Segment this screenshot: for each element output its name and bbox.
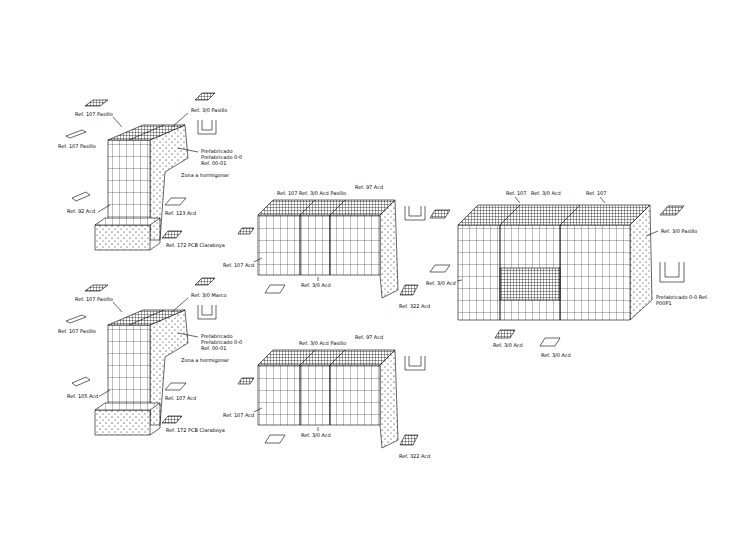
callout-label: Ref. 107 Pasillo	[74, 296, 114, 302]
callout-label: Ref. 3/0 Acd	[300, 432, 332, 438]
callout-label: Ref. 107	[276, 190, 298, 196]
callout-label: Prefabricado Prefabricado 0-0 Ref. 00-01	[200, 148, 254, 166]
callout-label: Ref. 3/0 Marco	[190, 292, 228, 298]
callout-label: Ref. 3/0 Pasillo	[660, 228, 698, 234]
callout-label: Ref. 3/0 Acd	[540, 352, 572, 358]
callout-label: Ref. 107	[585, 190, 607, 196]
callout-label: Ref. 322 Acd	[398, 303, 431, 309]
callout-label: Zona a hormigonar	[180, 357, 230, 363]
callout-label: Ref. 97 Acd	[354, 184, 384, 190]
callout-label: Ref. 92 Acd	[66, 208, 96, 214]
block-figure	[238, 200, 425, 298]
callout-label: Ref. 3/0 Acd Pasillo	[298, 190, 347, 196]
callout-label: Ref. 123 Acd	[164, 210, 197, 216]
callout-label: Prefabricado Prefabricado 0-0 Ref. 00-01	[200, 333, 254, 351]
callout-label: Ref. 97 Acd	[354, 334, 384, 340]
callout-label: Ref. 172 PCB Claraboya	[165, 427, 226, 433]
callout-label: Ref. 107 Acd	[222, 262, 255, 268]
callout-label: Ref. 3/0 Acd	[530, 190, 562, 196]
callout-label: Ref. 107 Acd	[222, 412, 255, 418]
callout-label: Ref. 107 Pasillo	[57, 328, 97, 334]
callout-label: Ref. 3/0 Acd	[492, 342, 524, 348]
callout-label: Ref. 3/0 Acd	[300, 282, 332, 288]
callout-label: Ref. 3/0 Acd Pasillo	[298, 340, 347, 346]
callout-label: Ref. 107 Pasillo	[57, 143, 97, 149]
callout-label: Ref. 172 PCB Claraboya	[165, 242, 226, 248]
callout-label: Prefabricado 0-0 Ref. P00P1	[655, 294, 712, 306]
callout-label: Ref. 322 Acd	[398, 453, 431, 459]
callout-label: Ref. 107	[505, 190, 527, 196]
callout-label: Ref. 107 Acd	[164, 395, 197, 401]
callout-label: Ref. 107 Pasillo	[74, 111, 114, 117]
callout-label: Ref. 3/0 Pasillo	[190, 107, 228, 113]
large-block-figure	[430, 197, 684, 346]
callout-label: Ref. 105 Acd	[66, 393, 99, 399]
callout-label: Ref. 3/0 Acd	[425, 280, 457, 286]
callout-label: Zona a hormigonar	[180, 172, 230, 178]
